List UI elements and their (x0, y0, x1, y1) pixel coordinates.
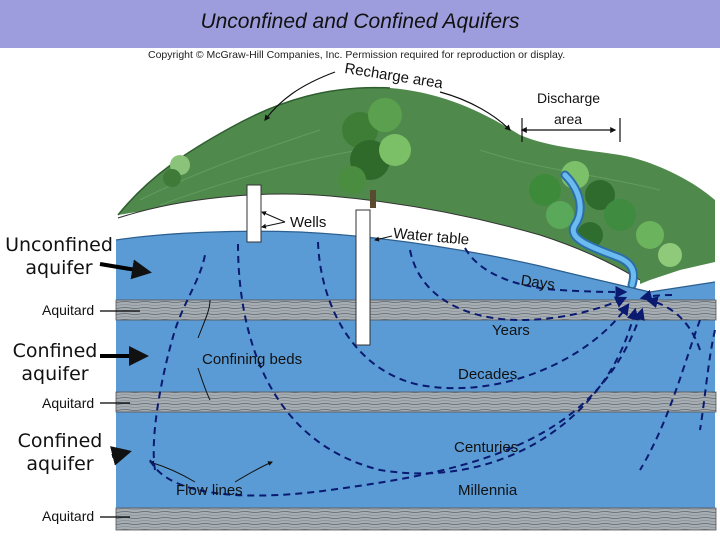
years-label: Years (492, 322, 530, 339)
forest-icon (163, 98, 682, 267)
confined-aquifer-2-line2: aquifer (26, 453, 94, 475)
millennia-label: Millennia (458, 482, 518, 499)
aquitard-layer (115, 391, 717, 413)
aquitard-layer (115, 507, 717, 531)
unconfined-aquifer-line2: aquifer (25, 257, 93, 279)
unconfined-aquifer-line1: Unconfined (5, 234, 113, 256)
unconfined-aquifer-label: Unconfined aquifer (0, 234, 118, 280)
flow-lines-label: Flow lines (176, 482, 243, 499)
slide-title: Unconfined and Confined Aquifers (200, 10, 520, 33)
confined-aquifer-label-2: Confined aquifer (0, 430, 120, 476)
aquitard-label-2: Aquitard (42, 395, 95, 411)
copyright-notice: Copyright © McGraw-Hill Companies, Inc. … (148, 49, 566, 61)
aquitard-layer (115, 299, 717, 321)
confined-aquifer-1-line1: Confined (12, 340, 98, 362)
aquitard-label-1: Aquitard (42, 302, 95, 318)
wells-label: Wells (290, 214, 327, 231)
confined-aquifer-label-1: Confined aquifer (0, 340, 110, 386)
hill-surface (118, 87, 715, 288)
discharge-area-label-2: area (554, 111, 583, 127)
confining-beds-label: Confining beds (202, 351, 303, 368)
confined-aquifer-2-line1: Confined (17, 430, 103, 452)
pointer-arrows (99, 259, 152, 518)
decades-label: Decades (458, 366, 518, 383)
aquitard-label-3: Aquitard (42, 508, 95, 524)
centuries-label: Centuries (454, 439, 519, 456)
confined-aquifer-1-line2: aquifer (21, 363, 89, 385)
well-icon (246, 184, 371, 346)
discharge-area-label: Discharge (537, 90, 601, 106)
title-bar (0, 0, 720, 48)
